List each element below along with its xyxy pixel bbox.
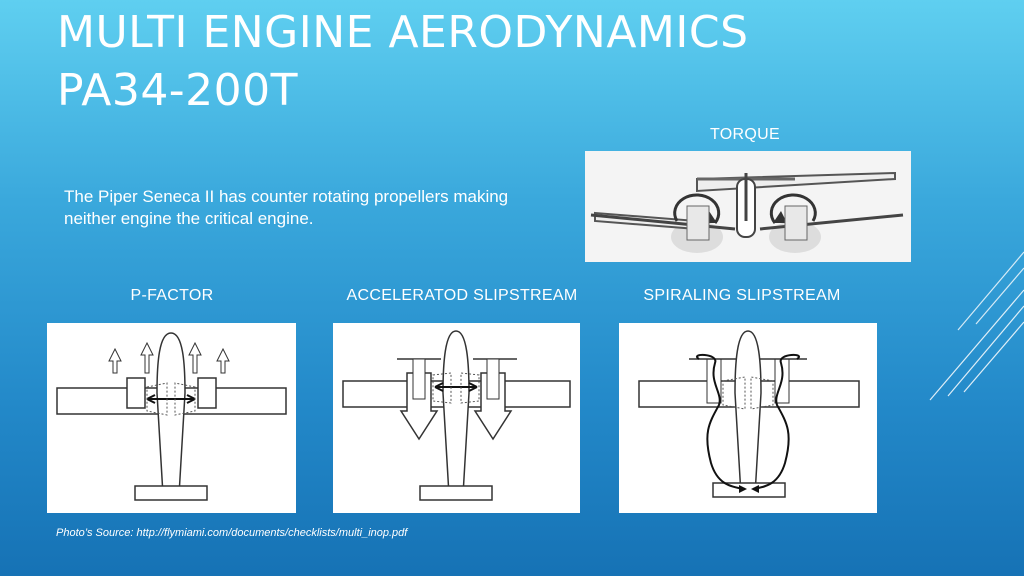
torque-diagram — [585, 151, 911, 262]
slide-title: MULTI ENGINE AERODYNAMICS PA34-200T — [57, 4, 749, 120]
slide-title-line2: PA34-200T — [57, 65, 299, 116]
accelerated-slipstream-diagram — [342, 330, 571, 501]
accelerated-slipstream-label: ACCELERATOD SLIPSTREAM — [346, 287, 578, 304]
slide-title-line1: MULTI ENGINE AERODYNAMICS — [57, 7, 749, 58]
torque-label: TORQUE — [710, 126, 780, 143]
spiraling-slipstream-diagram — [638, 330, 860, 498]
p-factor-image — [47, 323, 296, 513]
torque-image — [585, 151, 911, 262]
photo-source-caption: Photo’s Source: http://flymiami.com/docu… — [56, 527, 408, 539]
p-factor-label: P-FACTOR — [130, 287, 214, 304]
decorative-diagonal-lines — [929, 251, 1024, 401]
spiraling-slipstream-image — [619, 323, 877, 513]
accelerated-slipstream-image — [333, 323, 580, 513]
slide-body-text: The Piper Seneca II has counter rotating… — [64, 187, 509, 228]
p-factor-diagram — [56, 332, 287, 501]
spiraling-slipstream-label: SPIRALING SLIPSTREAM — [643, 287, 841, 304]
